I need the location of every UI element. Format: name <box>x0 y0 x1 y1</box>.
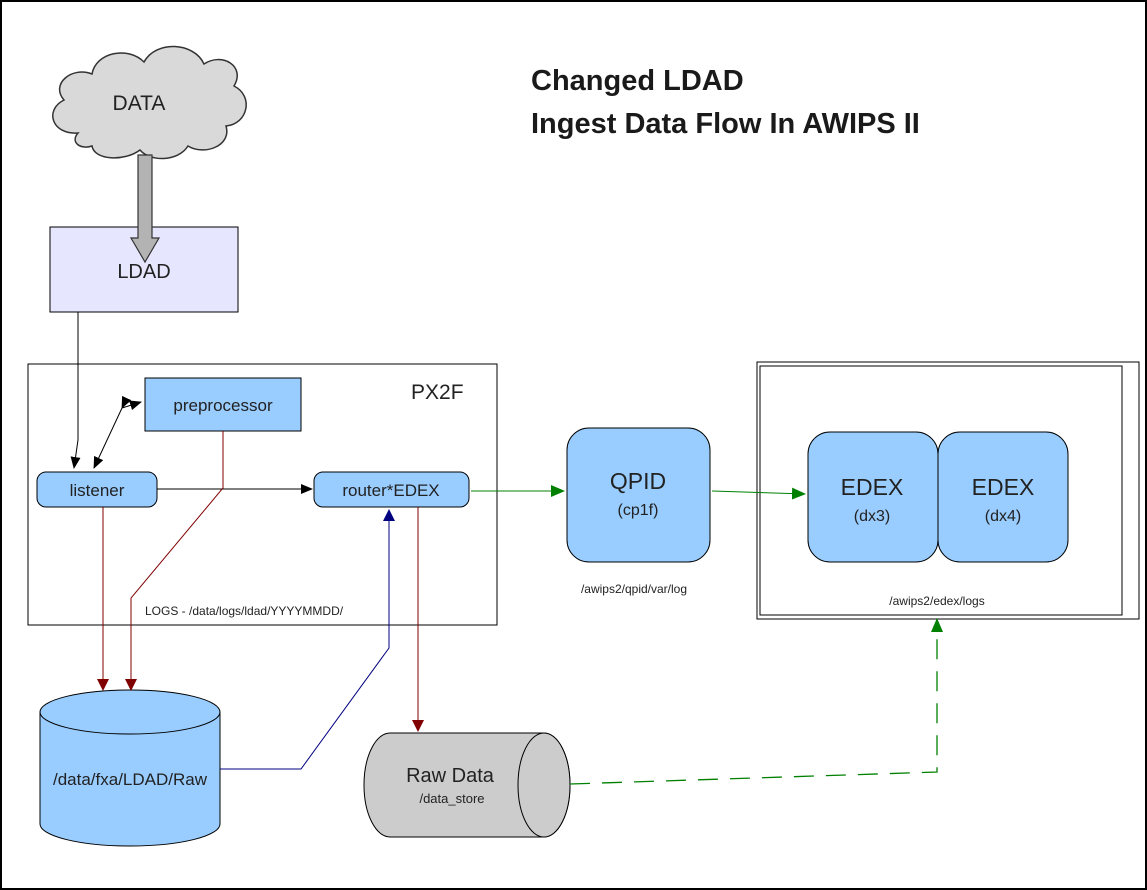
edex-cluster-outer <box>756 361 1140 620</box>
raw-data-name: Raw Data <box>406 765 495 787</box>
router-edex-label: router*EDEX <box>342 481 439 500</box>
diagram-title-line1: Changed LDAD <box>531 65 744 97</box>
data-cloud-label: DATA <box>113 92 166 115</box>
ldad-label: LDAD <box>117 261 170 283</box>
edex-dx3-name: EDEX <box>841 474 904 500</box>
qpid-host: (cp1f) <box>618 502 659 519</box>
data-cloud: DATA <box>52 45 247 160</box>
px2f-logs-path: LOGS - /data/logs/ldad/YYYYMMDD/ <box>145 604 344 618</box>
edex-log-path: /awips2/edex/logs <box>889 594 984 608</box>
preprocessor-label: preprocessor <box>173 396 273 415</box>
qpid-log-path: /awips2/qpid/var/log <box>581 582 687 596</box>
router-edex-node <box>313 471 470 508</box>
diagram-title-line2: Ingest Data Flow In AWIPS II <box>531 108 920 140</box>
raw-data-store: Raw Data /data_store <box>363 732 571 838</box>
preprocessor-node <box>144 377 302 432</box>
fxa-raw-store-label: /data/fxa/LDAD/Raw <box>53 770 208 789</box>
raw-data-path: /data_store <box>419 791 484 806</box>
edex-dx4-host: (dx4) <box>985 508 1021 525</box>
preprocessor-entry-connector <box>121 400 142 411</box>
px2f-label: PX2F <box>411 381 464 404</box>
ldad-to-listener-connector <box>70 312 81 469</box>
edex-dx4-name: EDEX <box>972 474 1035 500</box>
px2f-group <box>27 363 498 626</box>
listener-preprocessor-connector <box>93 395 132 469</box>
fxa-raw-store: /data/fxa/LDAD/Raw <box>39 689 221 847</box>
qpid-name: QPID <box>610 468 666 494</box>
edex-dx4-node <box>937 431 1069 563</box>
edex-cluster-inner <box>759 365 1123 616</box>
preprocessor-log-connector <box>125 431 224 691</box>
listener-label: listener <box>70 481 125 500</box>
qpid-to-edex-connector <box>711 487 806 500</box>
data-to-ldad-arrow <box>129 154 161 264</box>
edex-dx3-host: (dx3) <box>854 508 890 525</box>
fxa-to-router-connector <box>220 509 395 770</box>
rawdata-to-edex-connector <box>569 618 943 785</box>
qpid-node <box>566 427 711 563</box>
